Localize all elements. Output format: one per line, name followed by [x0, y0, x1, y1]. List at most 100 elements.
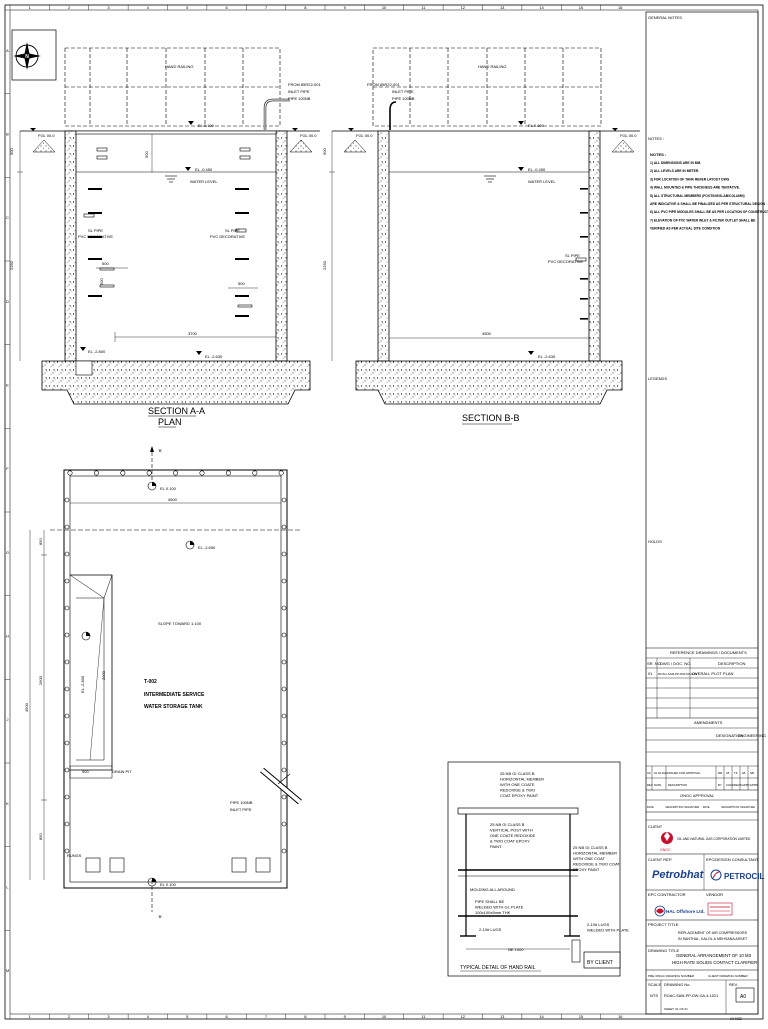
revision-cell: LB [742, 771, 746, 775]
by-client: BY CLIENT [587, 960, 613, 966]
project-title-label: PROJECT TITLE [648, 922, 679, 927]
border-row-label: D [6, 299, 9, 304]
petrocil-logo-icon [710, 869, 722, 881]
plan-view: PLAN 'B' 'B' EL 0.100 4500 EL -2.650 EL … [24, 417, 302, 919]
hal-logo: HAL Offshore Ltd. [666, 909, 705, 914]
bolt-icon [64, 821, 70, 827]
epc-contractor: EPC CONTRACTOR [648, 892, 686, 897]
border-col-label: 6 [225, 1014, 228, 1019]
dim-4500-top-plan: 4500 [168, 497, 178, 502]
soil-hatch-right-aa [289, 139, 313, 153]
client-label: CLIENT [648, 824, 663, 829]
el-water-aa: EL -0.450 [195, 167, 213, 172]
revision-cell: BY [718, 783, 722, 787]
el-top-bb: EL 0.100 [528, 123, 545, 128]
tank-line2-plan: WATER STORAGE TANK [144, 704, 203, 710]
bolt-icon [64, 659, 70, 665]
ref-row-doc: ROAC-SAM-PP-DW-KP-8-02 [658, 672, 697, 676]
title-handrail-detail: TYPICAL DETAIL OF HAND RAIL [460, 965, 536, 971]
dim-4500-bb: 4500 [482, 331, 492, 336]
border-col-label: 7 [265, 1014, 268, 1019]
border-col-label: 8 [304, 1014, 307, 1019]
revision-cell: DESCRIPTION [668, 783, 687, 787]
note-item: VERIFIED AS PER ACTUAL SITE CONDITION [650, 227, 721, 231]
border-row-label: K [6, 801, 9, 806]
bolt-icon [281, 794, 287, 800]
fgl-left-bb: FGL 00.0 [356, 133, 373, 138]
title-section-aa: SECTION A-A [148, 406, 205, 416]
rungs-plan: RUNGS [67, 853, 82, 858]
notes-heading: NOTES : [650, 152, 666, 157]
ref-col-1: SR. NO. [647, 661, 662, 666]
el-top-aa: EL 0.100 [198, 123, 215, 128]
revision-cell: A0 [647, 771, 651, 775]
note-item: 4) WALL MOUNTED & PIPE THICKNESS ARE TEN… [650, 186, 740, 190]
bolt-icon [278, 470, 284, 476]
note-item: 3) FOR LOCATION OF TANK REFER LAYOUT DWG [650, 177, 730, 181]
border-col-label: 14 [539, 1014, 544, 1019]
dim-500-plan: 500 [82, 769, 89, 774]
sheet-border: 1122334455667788991010111112121313141415… [4, 4, 764, 1020]
rev-label: REV. [729, 982, 738, 987]
ref-col-2: DWG / DOC. NO. [660, 661, 691, 666]
bolt-icon [64, 767, 70, 773]
ref-row-no: 01 [648, 671, 653, 676]
bolt-icon [64, 551, 70, 557]
border-col-label: 3 [107, 5, 110, 10]
border-col-label: 1 [29, 5, 32, 10]
bolt-icon [173, 470, 179, 476]
border-col-label: 2 [68, 1014, 71, 1019]
revision-cell: 22.04.2022 [654, 771, 668, 775]
client-approval-col: DATE [703, 805, 710, 809]
border-col-label: 10 [382, 5, 387, 10]
project-title-2: IN SANTHAL, KALOL & MEHSANA ASSET [678, 937, 748, 941]
petrobhat-logo: Petrobhat [652, 869, 705, 881]
border-row-label: B [6, 132, 9, 137]
revision-cell: NB [750, 771, 754, 775]
client-approval-col: DATE [647, 805, 654, 809]
water-level-aa: WATER LEVEL [190, 179, 218, 184]
bolt-icon [281, 686, 287, 692]
note-item: ARE INDICATIVE & SHALL BE FINALIZED AS P… [650, 202, 766, 206]
vendor-stamp-icon [707, 902, 733, 916]
bolt-icon [64, 524, 70, 530]
note-item: 7) ELEVATION OF PVC WATER INLET & FILTER… [650, 218, 756, 222]
bolt-icon [120, 470, 126, 476]
ref-row-desc: OVERALL PLOT PLAN [692, 671, 733, 676]
pipe-left-note-aa: PVC DECORATIVE [78, 234, 113, 239]
ref-heading: REFERENCE DRAWINGS / DOCUMENTS [670, 650, 747, 655]
handrail-aa [64, 47, 281, 127]
bolt-icon [281, 551, 287, 557]
border-col-label: 2 [68, 5, 71, 10]
border-col-label: 9 [344, 5, 347, 10]
border-col-label: 4 [147, 5, 150, 10]
border-col-label: 9 [344, 1014, 347, 1019]
pre-dwg: PRE./ONGC DRAWING NUMBER [648, 974, 695, 978]
client-approval-col: SIGNATURE [740, 805, 755, 809]
bolt-icon [64, 848, 70, 854]
pipe-size-bb: PIPE 100NB [392, 96, 415, 101]
drawing-title-label: DRAWING TITLE [648, 948, 679, 953]
dim-500b-aa: 500 [99, 278, 104, 285]
border-col-label: 14 [539, 5, 544, 10]
title-section-bb: SECTION B-B [462, 413, 520, 423]
section-aa: HAND RAILING FROM 85R22-001 INLET PIPE P… [9, 47, 321, 417]
bolt-icon [64, 713, 70, 719]
notes-list: 1) ALL DIMENSIONS ARE IN MM.2) ALL LEVEL… [650, 161, 768, 231]
pipe-mid-note-aa: PVC DECORATIVE [210, 234, 245, 239]
revision-cell: ISSUED FOR APPROVAL [668, 771, 701, 775]
ref-col-3: DESCRIPTION [718, 661, 745, 666]
border-col-label: 10 [382, 1014, 387, 1019]
dim-850-top-plan: 850 [38, 538, 43, 545]
inlet-pipe-bb: INLET PIPE [392, 89, 414, 94]
drawing-title-1: GENERAL ARRANGEMENT OF 10 M3 [676, 953, 752, 958]
handrail-bb [372, 47, 602, 127]
dim-pit-plan: 2000 [101, 670, 106, 680]
border-row-label: C [6, 215, 9, 220]
dim-2250-bb: 2250 [322, 260, 327, 270]
revision-cell: APPD [742, 783, 750, 787]
detail-note-6: 2-10# LUGS [479, 927, 502, 932]
client-approval-col: DESCRIPTION [721, 805, 739, 809]
scale-value: NTS [650, 993, 658, 998]
